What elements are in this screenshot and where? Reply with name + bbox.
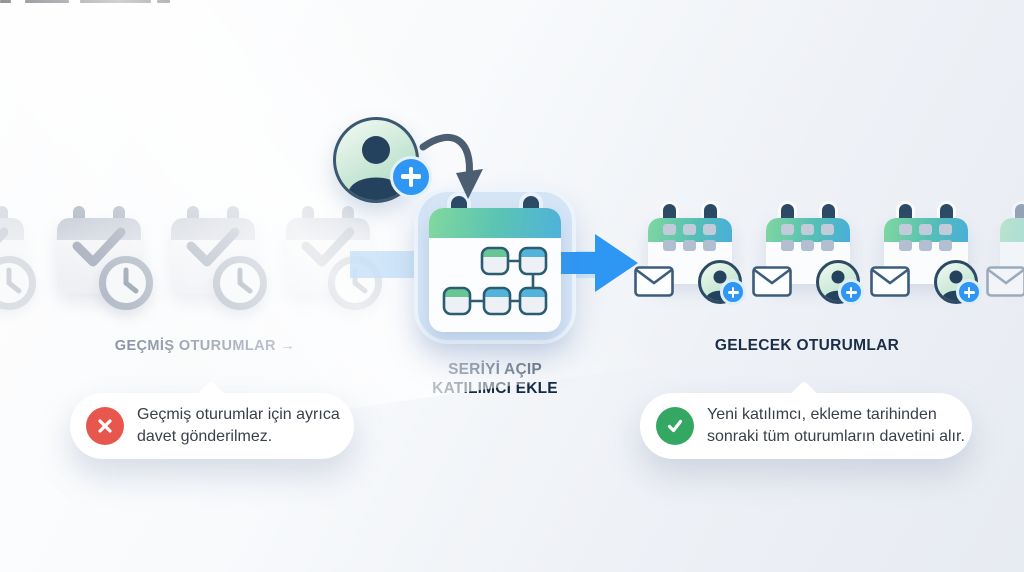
past-calendar-icon (0, 194, 36, 310)
add-participant-avatar-icon (816, 260, 864, 305)
cropped-text-artifact (25, 0, 69, 3)
calendar-days-grid (663, 224, 719, 251)
tooltip-text: Yeni katılımcı, ekleme tarihinden sonrak… (707, 406, 965, 445)
check-icon (186, 227, 240, 267)
open-series-add-participant-label: SERİYİ AÇIP KATILIMCI EKLE (432, 361, 558, 397)
past-calendar-icon (171, 194, 267, 310)
x-circle-icon (86, 407, 124, 445)
new-participant-avatar (333, 117, 432, 203)
calendar-days-grid (899, 224, 955, 251)
past-calendar-icon (57, 194, 153, 310)
plus-badge-icon (838, 279, 864, 305)
cropped-text-artifact (0, 0, 11, 3)
past-sessions-tooltip: Geçmiş oturumlar için ayrıca davet gönde… (70, 380, 354, 459)
future-calendar-icon (634, 192, 746, 310)
plus-badge-icon (390, 156, 432, 198)
past-calendar-icon (286, 194, 382, 310)
envelope-icon (986, 266, 1024, 297)
cropped-text-artifact (80, 0, 151, 3)
cropped-text-artifact (157, 0, 170, 3)
add-participant-avatar-icon (934, 260, 982, 305)
add-participant-avatar-icon (698, 260, 746, 305)
tooltip-text: Geçmiş oturumlar için ayrıca davet gönde… (137, 406, 340, 445)
right-arrow-glyph: → (280, 338, 296, 354)
envelope-icon (752, 266, 792, 297)
plus-badge-icon (956, 279, 982, 305)
clock-icon (0, 256, 36, 310)
series-calendar-icon (429, 196, 561, 332)
past-sessions-label: GEÇMİŞ OTURUMLAR → (114, 338, 296, 354)
check-icon (301, 227, 355, 267)
curved-arrow-icon (419, 133, 483, 199)
future-sessions-tooltip: Yeni katılımcı, ekleme tarihinden sonrak… (640, 380, 972, 459)
series-flowchart-icon (442, 246, 548, 316)
future-calendar-icon (870, 192, 982, 310)
future-calendar-icon (986, 192, 1024, 310)
plus-badge-icon (720, 279, 746, 305)
envelope-icon (634, 266, 674, 297)
future-sessions-label: GELECEK OTURUMLAR (714, 337, 900, 354)
check-circle-icon (656, 407, 694, 445)
clock-icon (99, 256, 153, 310)
check-icon (72, 227, 126, 267)
clock-icon (213, 256, 267, 310)
future-calendar-icon (752, 192, 864, 310)
envelope-icon (870, 266, 910, 297)
calendar-days-grid (781, 224, 837, 251)
